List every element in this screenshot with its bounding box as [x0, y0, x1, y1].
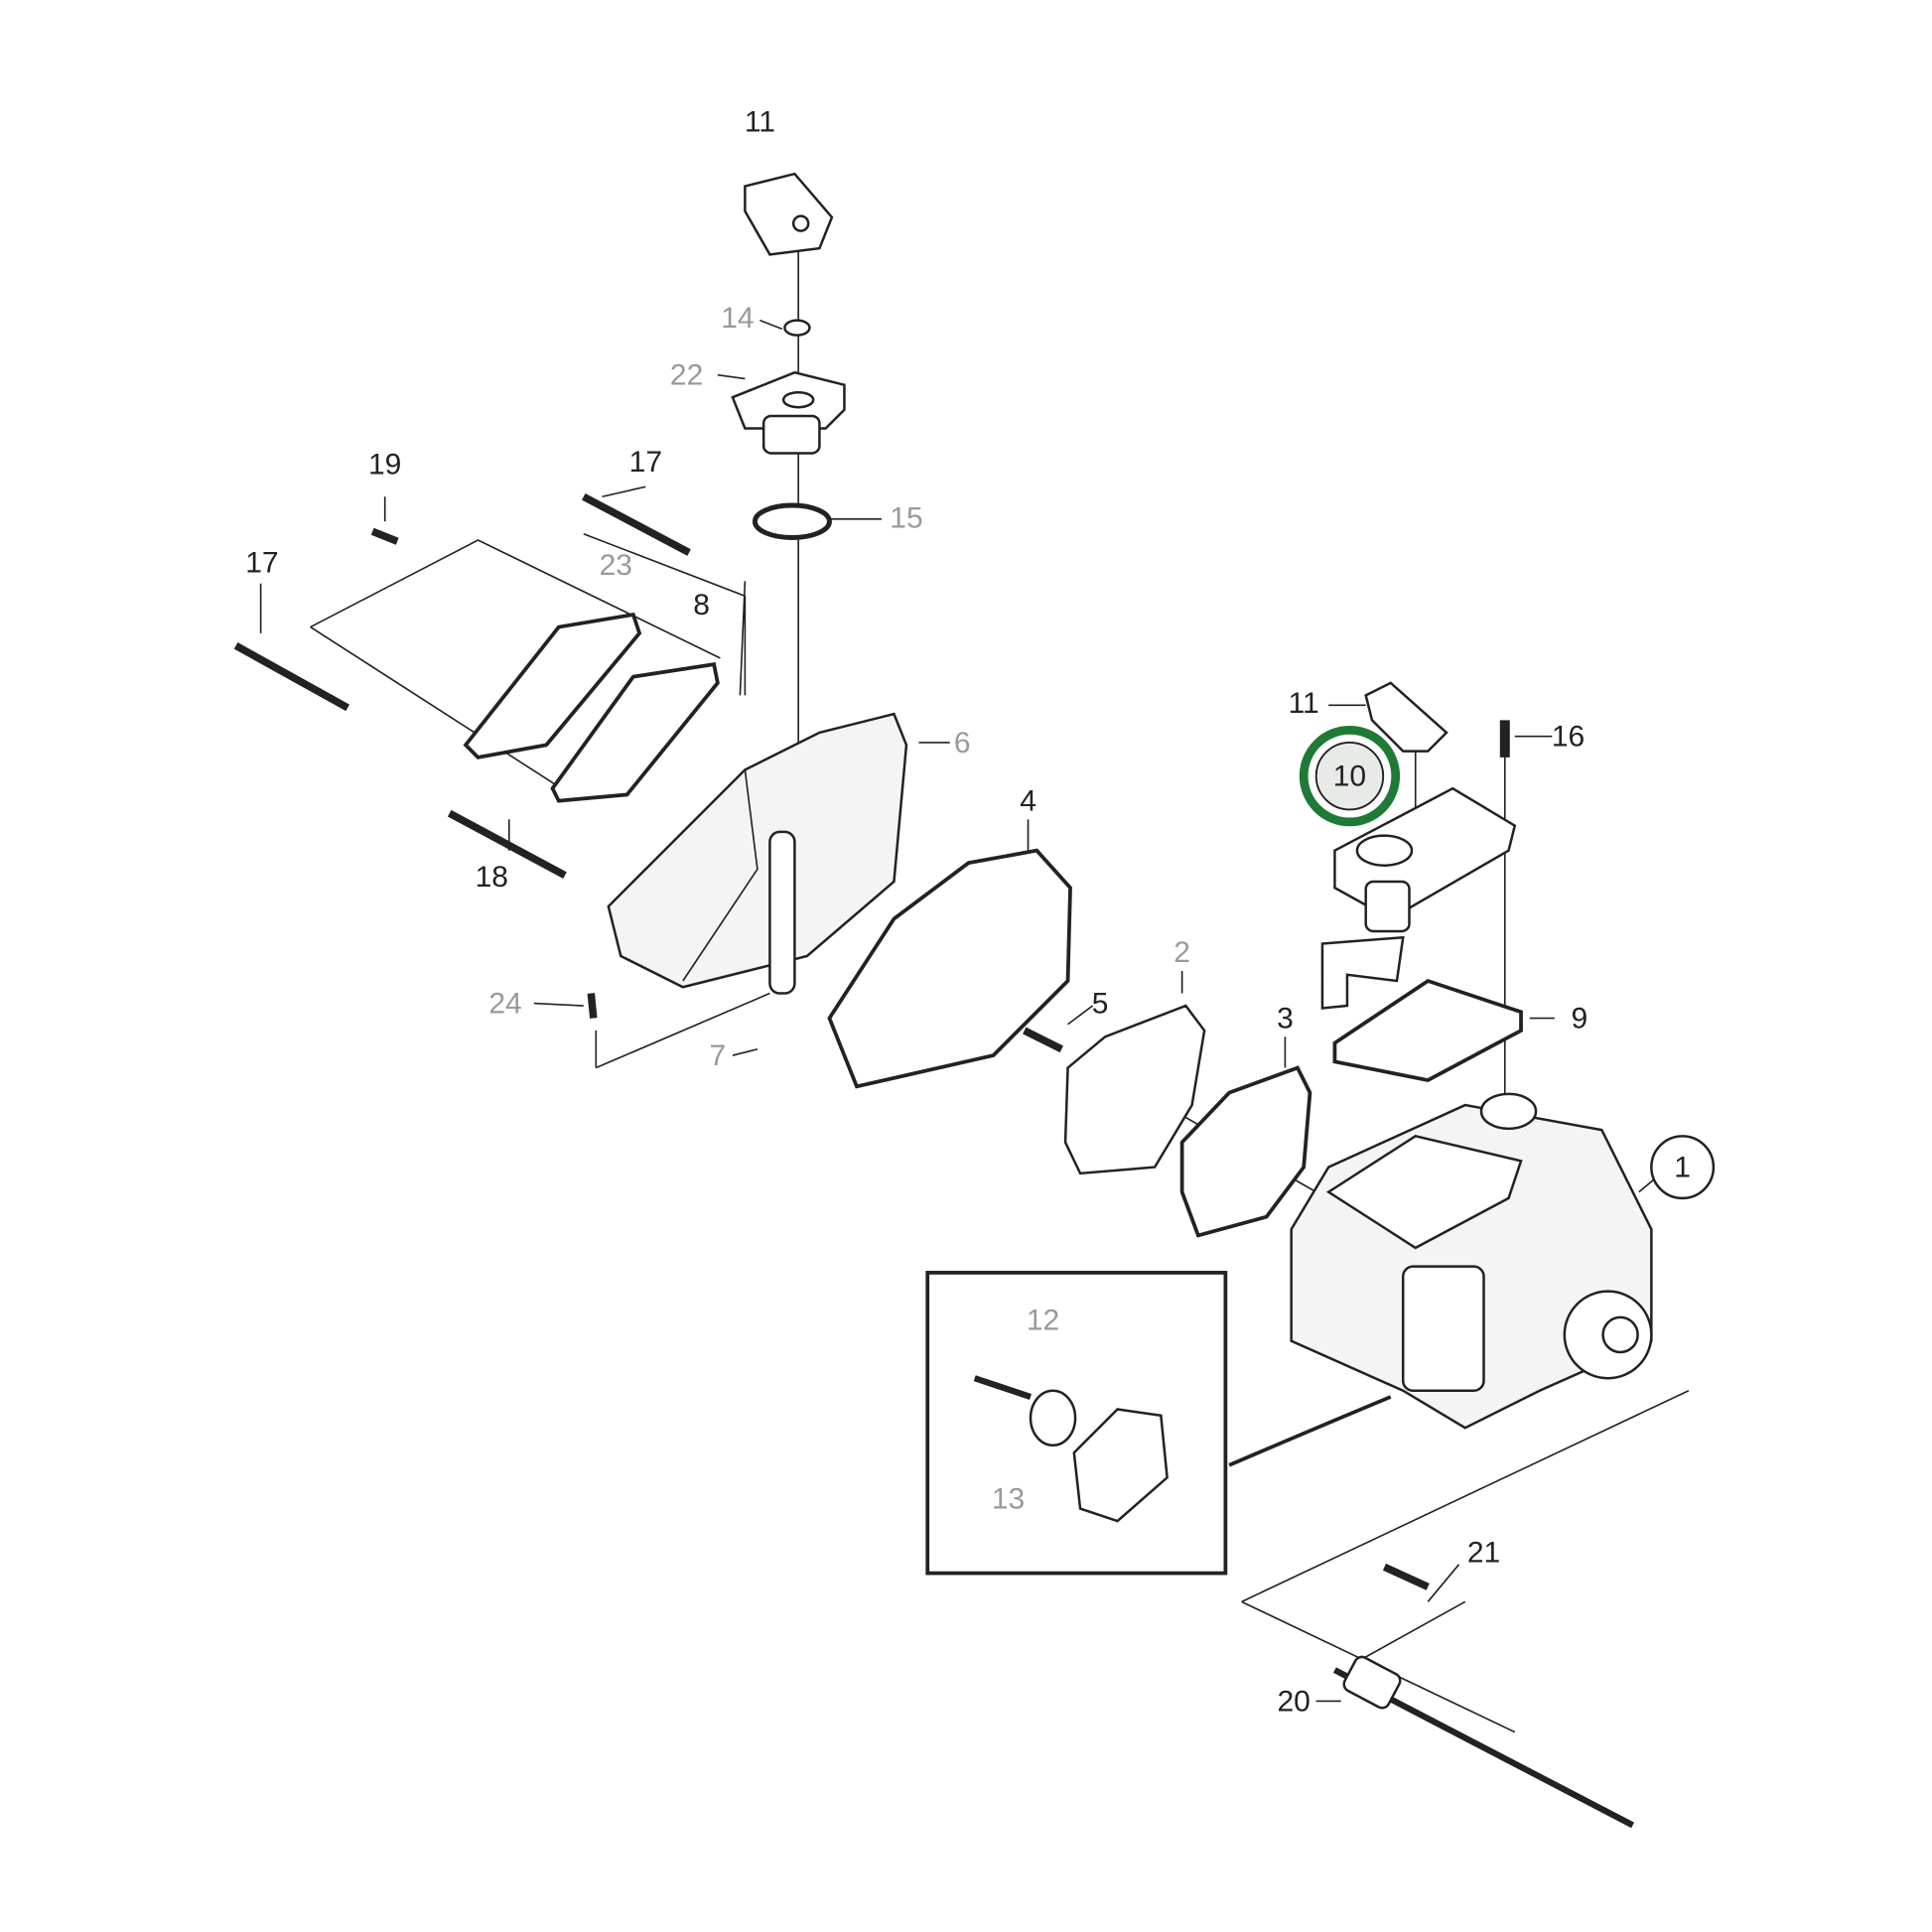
part-23-cover-gasket [463, 612, 642, 759]
inset-box [925, 1271, 1228, 1576]
label-3[interactable]: 3 [1277, 1003, 1294, 1035]
label-4[interactable]: 4 [1020, 785, 1036, 818]
part-3-gasket [1179, 1065, 1312, 1238]
label-17[interactable]: 17 [245, 547, 278, 580]
label-11[interactable]: 11 [1289, 687, 1319, 720]
part-labels: 11 14 22 19 17 15 17 23 8 6 18 4 24 7 5 … [245, 106, 1691, 1719]
label-17[interactable]: 17 [629, 446, 662, 479]
part-10-callout-circle [1314, 741, 1385, 811]
label-8[interactable]: 8 [693, 589, 710, 621]
part-12-valve [1029, 1389, 1077, 1447]
label-14[interactable]: 14 [721, 302, 754, 335]
part-1-callout-circle [1650, 1135, 1716, 1200]
part-4-gasket [827, 848, 1072, 1089]
part-8-gasket [550, 661, 720, 803]
part-14-washer [783, 319, 811, 337]
label-18[interactable]: 18 [476, 861, 508, 894]
label-7[interactable]: 7 [710, 1039, 727, 1072]
label-1[interactable]: 1 [1674, 1152, 1691, 1184]
label-5[interactable]: 5 [1092, 988, 1109, 1021]
highlight-ring [1299, 726, 1401, 827]
label-12[interactable]: 12 [1027, 1304, 1059, 1336]
label-19[interactable]: 19 [368, 449, 401, 482]
part-15-o-ring [752, 502, 832, 541]
label-9[interactable]: 9 [1571, 1003, 1587, 1035]
label-24[interactable]: 24 [488, 988, 521, 1021]
label-15[interactable]: 15 [890, 502, 922, 535]
part-2-cover-plate [1063, 1004, 1206, 1175]
label-11[interactable]: 11 [745, 106, 775, 139]
part-11-bracket-right [1364, 681, 1449, 753]
label-10[interactable]: 10 [1333, 760, 1366, 793]
label-23[interactable]: 23 [600, 549, 632, 582]
part-10-plate-assembly [1320, 786, 1517, 1010]
label-2[interactable]: 2 [1173, 936, 1190, 969]
part-1-pump-body [1290, 1092, 1653, 1430]
part-20-sensor [1332, 1655, 1635, 1829]
label-21[interactable]: 21 [1467, 1536, 1500, 1569]
label-22[interactable]: 22 [670, 359, 703, 392]
part-6-housing [607, 712, 908, 995]
part-9-gasket [1332, 978, 1523, 1083]
leader-lines [259, 186, 1690, 1733]
bolts [233, 492, 1510, 1590]
part-22-flange [731, 370, 846, 455]
label-16[interactable]: 16 [1552, 721, 1585, 754]
part-11-top-bracket [744, 172, 834, 256]
label-6[interactable]: 6 [954, 727, 971, 759]
label-20[interactable]: 20 [1277, 1685, 1310, 1718]
label-13[interactable]: 13 [992, 1483, 1025, 1516]
part-13-housing [1072, 1408, 1169, 1523]
